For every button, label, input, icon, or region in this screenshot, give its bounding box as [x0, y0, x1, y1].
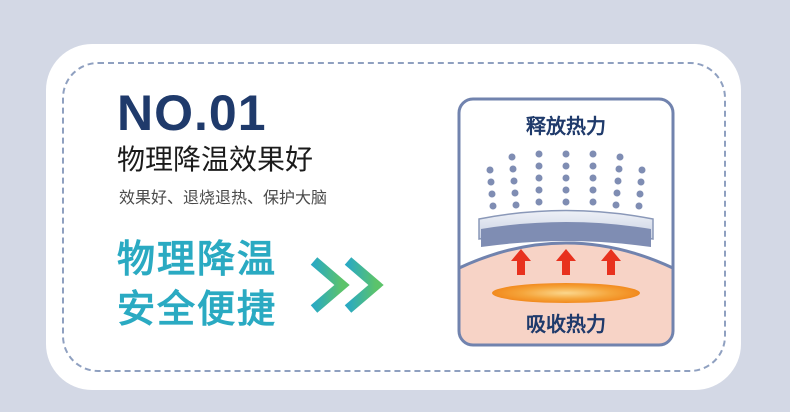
double-chevron-icon [310, 257, 384, 313]
gel-layer [481, 222, 651, 247]
heat-arrow-icon [511, 249, 621, 275]
slogan-line-1: 物理降温 [117, 237, 278, 281]
slogan-line-2: 安全便捷 [117, 287, 278, 331]
diagram-frame [457, 97, 675, 347]
absorb-heat-label: 吸收热力 [526, 312, 606, 336]
feature-title: 物理降温效果好 [117, 143, 314, 176]
release-heat-label: 释放热力 [526, 114, 606, 138]
feature-subtitle: 效果好、退烧退热、保护大脑 [119, 188, 328, 207]
dashed-border [62, 62, 726, 372]
heat-dot-icon [486, 150, 646, 210]
heat-diagram: 释放热力 吸收热力 [457, 97, 675, 347]
heat-source [492, 283, 640, 303]
badge-number: NO.01 [117, 85, 267, 141]
